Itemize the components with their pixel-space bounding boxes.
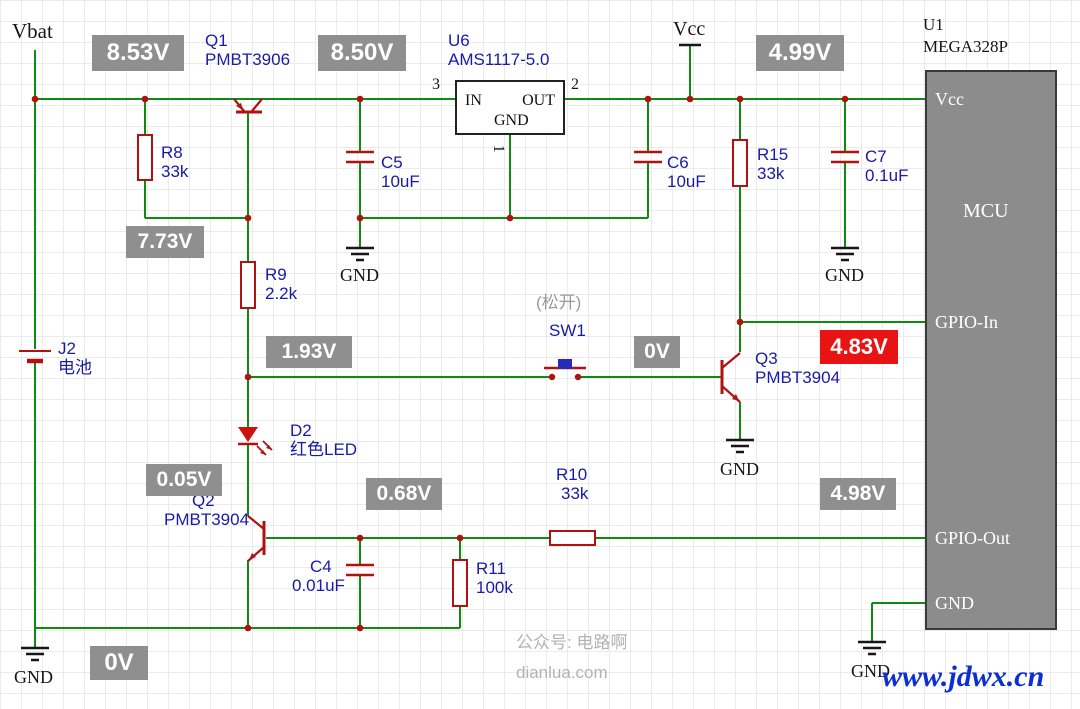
voltage-badge-sw-node: 0V [634, 336, 680, 368]
voltage-badge-ground: 0V [90, 646, 148, 680]
resistor-r8-symbol [137, 134, 153, 181]
r8-ref-label: R8 [161, 143, 183, 162]
d2-value-label: 红色LED [290, 440, 358, 459]
r11-ref-label: R11 [476, 559, 506, 578]
transistor-q1-symbol [233, 98, 263, 114]
u1-part-label: MEGA328P [923, 37, 1009, 56]
q3-part-label: PMBT3904 [755, 368, 841, 387]
c5-value-label: 10uF [381, 172, 420, 191]
junction-dots [31, 95, 849, 632]
watermark-channel: 公众号: 电路啊 [516, 633, 628, 652]
u6-pin-number-3: 3 [432, 76, 440, 93]
gnd-symbol-battery [21, 646, 49, 662]
u1-ref-label: U1 [923, 15, 944, 34]
capacitor-c7-symbol [831, 150, 859, 164]
d2-ref-label: D2 [290, 421, 312, 440]
battery-j2-symbol [19, 350, 51, 364]
voltage-badge-led-node: 1.93V [266, 336, 352, 368]
resistor-r10-symbol [549, 530, 596, 546]
gnd-symbol-q3 [726, 438, 754, 454]
r15-value-label: 33k [757, 164, 785, 183]
voltage-badge-battery-rail: 8.53V [92, 35, 184, 71]
c4-ref-label: C4 [310, 557, 332, 576]
voltage-badge-q2-collector: 0.05V [146, 464, 222, 496]
mcu-core-label: MCU [963, 200, 1009, 222]
voltage-badge-gpio-in: 4.83V [820, 330, 898, 364]
c4-value-label: 0.01uF [292, 576, 345, 595]
transistor-q3-symbol [720, 352, 741, 403]
watermark-domain: dianlua.com [516, 663, 608, 682]
wires [34, 46, 925, 648]
j2-ref-label: J2 [58, 339, 76, 358]
capacitor-c5-symbol [346, 150, 374, 164]
u6-ref-label: U6 [448, 31, 470, 50]
r15-ref-label: R15 [757, 145, 789, 164]
resistor-symbols [137, 134, 748, 607]
u6-pin-in-label: IN [465, 92, 482, 109]
voltage-badge-gpio-out: 4.98V [820, 478, 896, 510]
voltage-badge-5v-rail: 4.99V [756, 35, 844, 71]
gnd-symbol-c7 [831, 246, 859, 262]
voltage-badge-q2-base: 0.68V [366, 478, 442, 510]
sw1-state-label: (松开) [536, 293, 582, 312]
u6-pin-out-label: OUT [522, 92, 555, 109]
regulator-u6-body: IN OUT GND [455, 80, 565, 135]
c6-ref-label: C6 [667, 153, 689, 172]
u6-pin-number-1: 1 [489, 144, 507, 153]
voltage-badge-switched-rail: 8.50V [318, 35, 406, 71]
capacitor-c4-symbol [346, 563, 374, 577]
resistor-r9-symbol [240, 261, 256, 309]
c7-ref-label: C7 [865, 147, 887, 166]
capacitor-symbols [346, 150, 859, 577]
mcu-pin-gnd: GND [935, 593, 974, 613]
c5-ref-label: C5 [381, 153, 403, 172]
gnd-symbol-mcu [858, 640, 886, 656]
switch-sw1-symbol[interactable] [544, 359, 586, 381]
gnd-label-battery: GND [14, 667, 53, 687]
c7-value-label: 0.1uF [865, 166, 909, 185]
r8-value-label: 33k [161, 162, 189, 181]
q1-part-label: PMBT3906 [205, 50, 291, 69]
u6-pin-number-2: 2 [571, 76, 579, 93]
capacitor-c6-symbol [634, 150, 662, 164]
q2-part-label: PMBT3904 [164, 510, 250, 529]
gnd-symbol-c5 [346, 246, 374, 262]
mcu-pin-gpio-in: GPIO-In [935, 312, 998, 332]
c6-value-label: 10uF [667, 172, 706, 191]
gnd-symbols [21, 246, 886, 662]
gnd-label-mcu: GND [851, 661, 890, 681]
j2-value-label: 电池 [58, 358, 92, 377]
r11-value-label: 100k [476, 578, 513, 597]
mcu-pin-gpio-out: GPIO-Out [935, 528, 1010, 548]
gnd-label-c5: GND [340, 265, 379, 285]
net-label-vbat: Vbat [12, 19, 53, 43]
r10-ref-label: R10 [556, 465, 588, 484]
transistor-q2-symbol [247, 515, 266, 562]
watermark-brand: www.jdwx.cn [882, 660, 1045, 693]
gnd-label-q3: GND [720, 459, 759, 479]
r10-value-label: 33k [561, 484, 589, 503]
q3-ref-label: Q3 [755, 349, 778, 368]
mcu-u1-body: Vcc MCU GPIO-In GPIO-Out GND [925, 70, 1057, 630]
u6-pin-gnd-label: GND [494, 112, 529, 129]
net-label-vcc: Vcc [673, 18, 706, 40]
gnd-label-c7: GND [825, 265, 864, 285]
led-d2-symbol [238, 427, 273, 456]
r9-ref-label: R9 [265, 265, 287, 284]
r9-value-label: 2.2k [265, 284, 298, 303]
q1-ref-label: Q1 [205, 31, 228, 50]
sw1-ref-label: SW1 [549, 321, 586, 340]
resistor-r15-symbol [732, 139, 748, 187]
resistor-r11-symbol [452, 559, 468, 607]
voltage-badge-q1-base: 7.73V [126, 226, 204, 258]
u6-part-label: AMS1117-5.0 [448, 50, 550, 69]
mcu-pin-vcc: Vcc [935, 89, 964, 109]
